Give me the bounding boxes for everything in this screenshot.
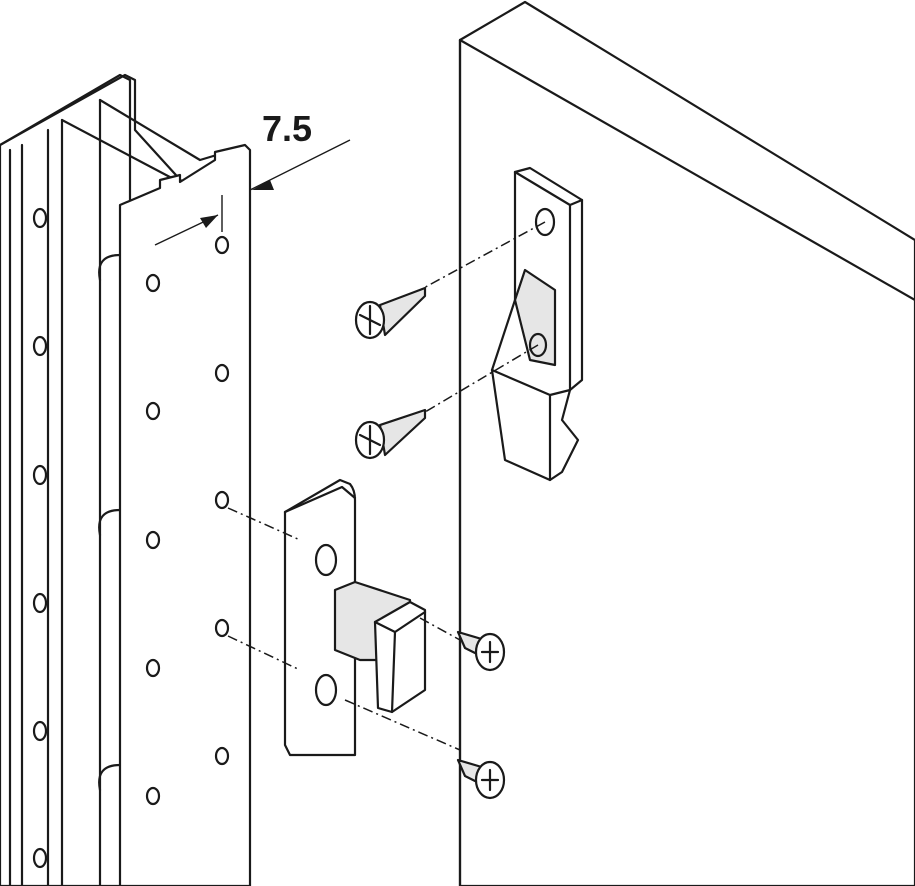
screw-lower-1: [456, 630, 506, 672]
dimension-arrows: [154, 139, 351, 246]
screw-upper: [354, 286, 427, 340]
cabinet-rail-profile: [0, 73, 252, 886]
dimension-label: 7.5: [262, 108, 313, 149]
rail-front-holes: [145, 235, 230, 806]
rail-side-holes: [32, 207, 122, 869]
hook-plate: [283, 478, 427, 757]
alignment-lines: [227, 221, 546, 751]
screw-middle: [354, 408, 427, 460]
screw-lower-2: [456, 758, 506, 800]
door-bracket: [490, 166, 584, 482]
